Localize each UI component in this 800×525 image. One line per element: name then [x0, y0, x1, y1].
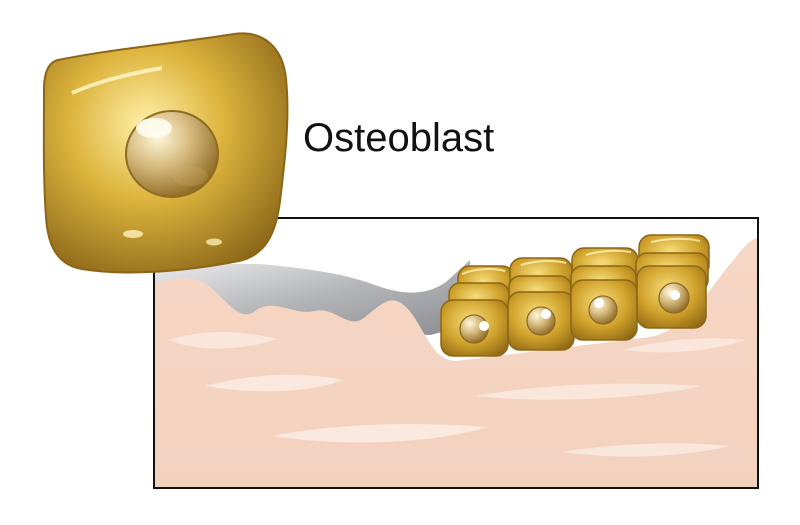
- tissue-frame: [153, 217, 759, 489]
- osteoblast-cell-icon: [42, 32, 289, 274]
- osteoblast-front-row: [440, 265, 707, 357]
- tissue-body: [154, 238, 758, 488]
- osteoblast-label: Osteoblast: [303, 116, 495, 160]
- osteoblast-cluster-icon: [440, 234, 710, 357]
